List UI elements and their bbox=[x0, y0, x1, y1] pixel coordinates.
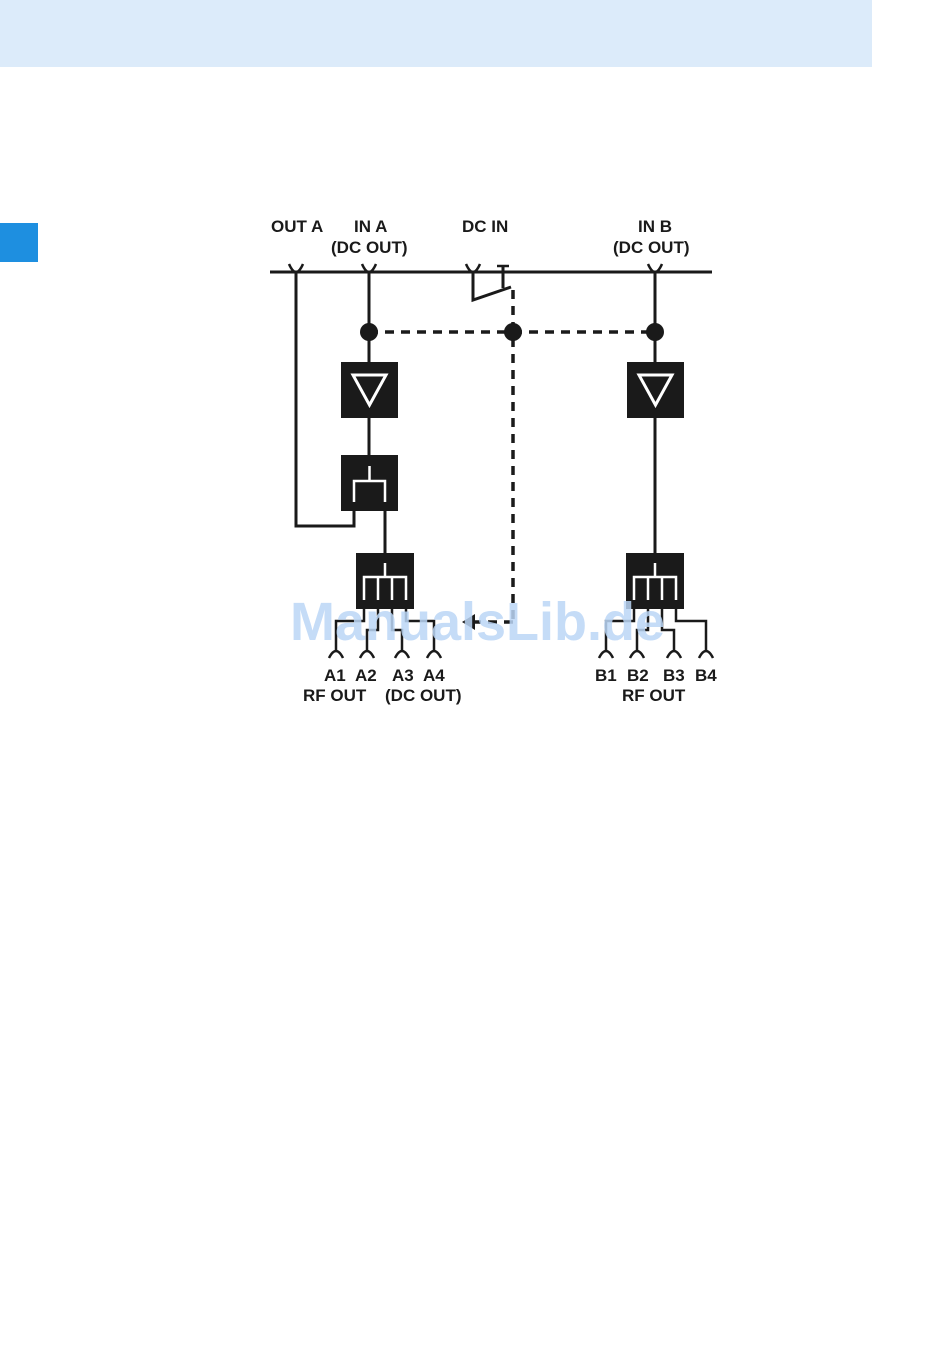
label-b4: B4 bbox=[695, 666, 717, 685]
label-in-b: IN B bbox=[638, 217, 672, 236]
label-b1: B1 bbox=[595, 666, 617, 685]
label-out-a: OUT A bbox=[271, 217, 323, 236]
label-in-b-sub: (DC OUT) bbox=[613, 238, 689, 257]
watermark: ManualsLib.de bbox=[290, 592, 665, 652]
label-a4: A4 bbox=[423, 666, 445, 685]
label-b2: B2 bbox=[627, 666, 649, 685]
label-b3: B3 bbox=[663, 666, 685, 685]
label-a-rf-out: RF OUT bbox=[303, 686, 367, 705]
amplifier-b-icon bbox=[627, 362, 684, 418]
label-in-a: IN A bbox=[354, 217, 387, 236]
label-b-rf-out: RF OUT bbox=[622, 686, 686, 705]
label-a2: A2 bbox=[355, 666, 377, 685]
wire-dc-in-switch bbox=[473, 272, 511, 300]
label-dc-in: DC IN bbox=[462, 217, 508, 236]
label-a-dc-out: (DC OUT) bbox=[385, 686, 461, 705]
label-a3: A3 bbox=[392, 666, 414, 685]
splitter-a-icon bbox=[341, 455, 398, 511]
label-in-a-sub: (DC OUT) bbox=[331, 238, 407, 257]
label-a1: A1 bbox=[324, 666, 346, 685]
amplifier-a-icon bbox=[341, 362, 398, 418]
